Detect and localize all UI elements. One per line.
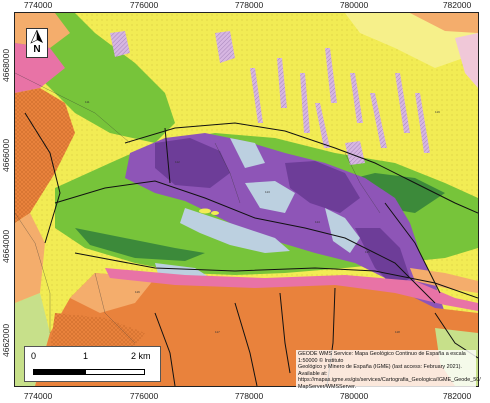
- unit-codes: 111 112 113 114 115 116 117 118 119: [85, 100, 440, 334]
- svg-text:118: 118: [395, 330, 400, 334]
- dike-12: [345, 141, 365, 165]
- unit-pink-ne: [455, 33, 478, 88]
- x-tick-780000: 780000: [339, 0, 369, 10]
- x-tick-774000: 774000: [23, 0, 53, 10]
- north-label: N: [33, 44, 41, 55]
- svg-text:117: 117: [215, 330, 220, 334]
- x-tick-bottom-774000: 774000: [23, 391, 53, 401]
- dike-9: [415, 93, 430, 153]
- unit-orange-ne: [410, 13, 478, 33]
- scale-segment-black: [33, 369, 85, 375]
- x-tick-782000: 782000: [442, 0, 472, 10]
- x-tick-bottom-778000: 778000: [234, 391, 264, 401]
- credit-line-3: Available at: https://mapas.igme.es/gis/…: [298, 370, 481, 384]
- svg-text:115: 115: [365, 250, 370, 254]
- north-arrow: N: [26, 28, 48, 58]
- credit-line-4: MapServer/WMSServer.: [298, 383, 357, 390]
- dike-2: [277, 58, 287, 108]
- unit-lightblue-1: [180, 208, 290, 253]
- fault-lines: [24, 112, 478, 386]
- unit-lightblue-3: [325, 208, 360, 253]
- scale-label-1: 1: [83, 351, 89, 361]
- map-canvas[interactable]: 111 112 113 114 115 116 117 118 119: [14, 12, 479, 387]
- y-tick-4662000: 4662000: [1, 323, 11, 357]
- lens-1: [199, 208, 211, 214]
- unit-light-orange-se: [410, 268, 478, 293]
- contact-lines: [15, 72, 381, 344]
- dike-11: [110, 31, 130, 57]
- y-tick-4668000: 4668000: [1, 48, 11, 82]
- dike-8: [395, 73, 410, 133]
- unit-dark-purple-se: [355, 228, 410, 288]
- unit-lightblue-4: [230, 138, 265, 168]
- svg-text:119: 119: [435, 110, 440, 114]
- scale-bar: 0 1 2 km: [24, 346, 161, 382]
- x-tick-bottom-776000: 776000: [129, 391, 159, 401]
- dike-3: [300, 73, 310, 133]
- x-tick-776000: 776000: [129, 0, 159, 10]
- x-tick-778000: 778000: [234, 0, 264, 10]
- unit-green-nw: [15, 13, 175, 143]
- map-credit: GEODE WMS Service: Mapa Geológico Contin…: [296, 350, 481, 392]
- x-tick-bottom-780000: 780000: [339, 391, 369, 401]
- svg-text:113: 113: [265, 190, 270, 194]
- unit-lightblue-2: [245, 181, 295, 213]
- y-tick-4666000: 4666000: [1, 138, 11, 172]
- scale-label-2km: 2 km: [131, 351, 151, 361]
- dike-5: [315, 103, 330, 148]
- unit-light-orange-s: [70, 273, 155, 313]
- svg-text:114: 114: [315, 220, 320, 224]
- unit-dark-green-sw: [75, 228, 205, 261]
- svg-text:112: 112: [175, 160, 180, 164]
- dike-4: [325, 48, 337, 103]
- dike-6: [350, 73, 363, 123]
- geology-map-svg: 111 112 113 114 115 116 117 118 119: [15, 13, 478, 386]
- scale-segment-white: [85, 369, 145, 375]
- unit-dark-purple-n: [155, 138, 230, 188]
- dike-1: [250, 68, 263, 123]
- lens-2: [211, 211, 219, 215]
- svg-text:111: 111: [85, 100, 90, 104]
- scale-label-0: 0: [31, 351, 37, 361]
- x-tick-bottom-782000: 782000: [442, 391, 472, 401]
- svg-text:116: 116: [135, 290, 140, 294]
- y-tick-4664000: 4664000: [1, 229, 11, 263]
- dike-10: [215, 31, 235, 63]
- unit-dark-purple-c: [285, 161, 360, 213]
- unit-light-orange-w: [15, 213, 45, 303]
- credit-line-2: Geológico y Minero de España (IGME) (las…: [298, 364, 462, 371]
- unit-pink-s: [105, 268, 478, 311]
- credit-line-1: GEODE WMS Service: Mapa Geológico Contin…: [298, 351, 466, 364]
- dike-7: [370, 93, 387, 148]
- north-arrow-icon: [30, 29, 43, 44]
